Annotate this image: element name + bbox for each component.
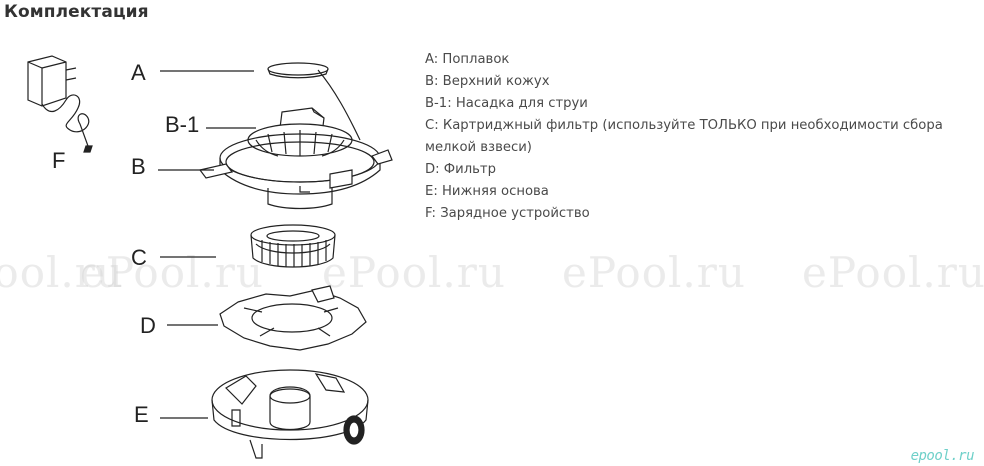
legend-item: E: Нижняя основа [425, 184, 549, 199]
label-b: B [131, 154, 146, 179]
watermark-logo: epool.ru [910, 448, 975, 464]
top-cover-drawing [198, 107, 393, 210]
label-a: A [131, 60, 146, 85]
bottom-base-drawing [211, 369, 369, 459]
charger-drawing [27, 55, 93, 153]
label-f: F [52, 148, 65, 173]
legend-item: D: Фильтр [425, 162, 496, 177]
label-b1: B-1 [165, 112, 199, 137]
legend-item: C: Картриджный фильтр (используйте ТОЛЬК… [425, 118, 943, 155]
cartridge-filter-drawing [250, 224, 336, 268]
label-c: C [131, 245, 147, 270]
float-drawing [267, 62, 361, 141]
label-e: E [134, 402, 149, 427]
legend-item: B: Верхний кожух [425, 74, 550, 89]
legend-item: F: Зарядное устройство [425, 206, 590, 221]
parts-legend: A: Поплавок B: Верхний кожух B-1: Насадк… [425, 49, 981, 225]
page-title: Комплектация [4, 2, 149, 22]
legend-item: A: Поплавок [425, 52, 510, 67]
label-d: D [140, 313, 156, 338]
filter-drawing [219, 285, 367, 351]
legend-item: B-1: Насадка для струи [425, 96, 588, 111]
